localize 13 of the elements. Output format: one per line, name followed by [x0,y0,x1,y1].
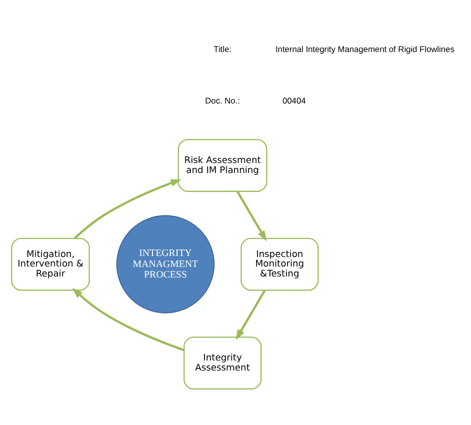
node-box: Mitigation, Intervention & Repair [11,238,90,291]
node-box: Inspection Monitoring &Testing [240,238,319,291]
node-circle: INTEGRITY MANAGMENT PROCESS [116,215,215,314]
node-box: Integrity Assessment [184,336,262,390]
node-box: Risk Assessment and IM Planning [178,139,268,192]
label: Internal Integrity Management of Rigid Flowlines [275,44,454,54]
arrow [236,290,266,340]
label: Title: [214,44,232,54]
arrow [72,288,184,352]
arrow [74,179,182,240]
arrow [236,190,267,242]
label: Doc. No.: [205,96,240,106]
label: 00404 [282,96,306,106]
